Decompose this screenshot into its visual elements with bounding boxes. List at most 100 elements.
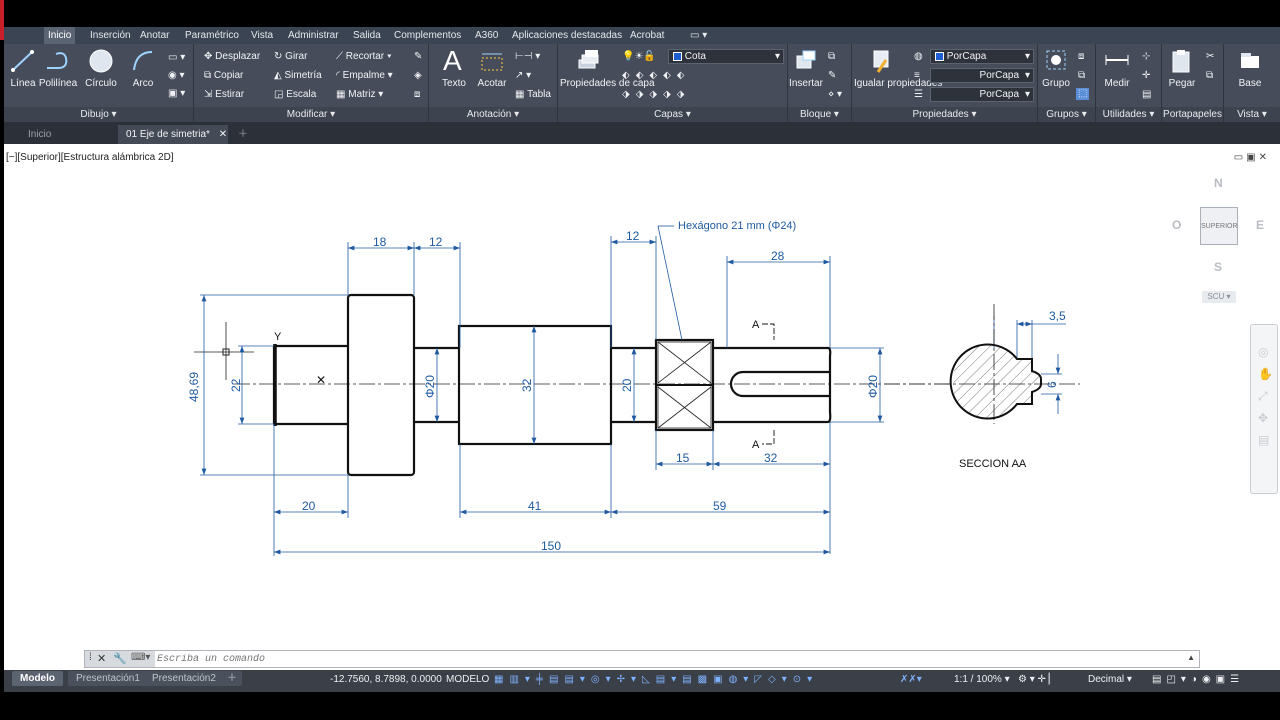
estirar-button[interactable]: ⇲ Estirar bbox=[204, 89, 245, 100]
panel-bloque-title[interactable]: Bloque ▾ bbox=[788, 107, 851, 122]
panel-grupos-title[interactable]: Grupos ▾ bbox=[1038, 107, 1095, 122]
cut-icon[interactable]: ✂ bbox=[1206, 51, 1215, 62]
annotation-scale-icons[interactable]: ✗✗▾ bbox=[900, 674, 922, 685]
leader-icon[interactable]: ↗ ▾ bbox=[515, 70, 532, 81]
ungroup-icon[interactable]: ⧈ bbox=[1078, 51, 1085, 62]
polyline-icon[interactable] bbox=[44, 48, 72, 74]
dimension-icon[interactable] bbox=[479, 50, 505, 74]
panel-propiedades-title[interactable]: Propiedades ▾ bbox=[852, 107, 1037, 122]
tab-presentacion2[interactable]: Presentación2 bbox=[144, 671, 224, 686]
viewcube-top-face[interactable]: SUPERIOR bbox=[1200, 207, 1238, 245]
units-dropdown[interactable]: Decimal ▾ bbox=[1088, 674, 1132, 685]
desplazar-button[interactable]: ✥ Desplazar bbox=[204, 51, 261, 62]
region-icon[interactable]: ▣ ▾ bbox=[168, 88, 186, 99]
wrench-icon[interactable]: 🔧 bbox=[113, 653, 127, 665]
tab-parametrico[interactable]: Paramétrico bbox=[185, 30, 239, 41]
group-select-icon[interactable]: ⬚ bbox=[1076, 88, 1090, 100]
linear-dim-icon[interactable]: ⊢⊣ ▾ bbox=[515, 51, 541, 62]
command-history-icon[interactable]: ▲ bbox=[1187, 653, 1195, 662]
group-icon[interactable] bbox=[1044, 48, 1068, 72]
measure-icon[interactable] bbox=[1104, 50, 1130, 72]
insertar-button[interactable]: Insertar bbox=[789, 78, 823, 89]
layer-tools-row1[interactable]: ⬖⬖⬖⬖⬖ bbox=[622, 70, 691, 81]
new-tab-button[interactable]: ＋ bbox=[238, 129, 248, 140]
text-icon[interactable]: A bbox=[443, 45, 462, 76]
color-dropdown[interactable]: PorCapa▾ bbox=[930, 49, 1034, 64]
tab-salida[interactable]: Salida bbox=[353, 30, 381, 41]
panel-vista-title[interactable]: Vista ▾ bbox=[1224, 107, 1280, 122]
linetype-dropdown[interactable]: PorCapa▾ bbox=[930, 68, 1034, 83]
offset-icon[interactable]: ⧈ bbox=[414, 89, 421, 100]
tabla-button[interactable]: ▦ Tabla bbox=[515, 89, 551, 100]
nav-tools[interactable]: ◎✋⤢✥▤ bbox=[1258, 345, 1273, 447]
workspace-gear-icon[interactable]: ⚙ ▾ ✛ ▏ bbox=[1018, 674, 1057, 685]
lineweight-dropdown[interactable]: PorCapa▾ bbox=[930, 87, 1034, 102]
rectangle-icon[interactable]: ▭ ▾ bbox=[168, 52, 186, 63]
command-input[interactable] bbox=[157, 652, 1177, 666]
tab-anotar[interactable]: Anotar bbox=[140, 30, 170, 41]
arc-icon[interactable] bbox=[130, 48, 156, 74]
tab-presentacion1[interactable]: Presentación1 bbox=[68, 671, 148, 686]
point-icon[interactable]: ✛ bbox=[1142, 70, 1151, 81]
panel-anotacion-title[interactable]: Anotación ▾ bbox=[429, 107, 557, 122]
polilinea-button[interactable]: Polilínea bbox=[38, 78, 78, 89]
layer-properties-icon[interactable] bbox=[576, 48, 600, 72]
panel-capas-title[interactable]: Capas ▾ bbox=[558, 107, 787, 122]
hatch-icon[interactable]: ◉ ▾ bbox=[168, 70, 185, 81]
layer-dropdown[interactable]: Cota▾ bbox=[668, 49, 784, 64]
tab-a360[interactable]: A360 bbox=[475, 30, 499, 41]
panel-modificar-title[interactable]: Modificar ▾ bbox=[194, 107, 428, 122]
edit-block-icon[interactable]: ✎ bbox=[828, 70, 837, 81]
close-icon[interactable]: ✕ bbox=[218, 129, 228, 140]
panel-utilidades-title[interactable]: Utilidades ▾ bbox=[1096, 107, 1161, 122]
model-space-toggle[interactable]: MODELO bbox=[446, 674, 490, 685]
panel-portapapeles-title[interactable]: Portapapeles bbox=[1162, 107, 1223, 122]
viewcube-w[interactable]: O bbox=[1172, 218, 1182, 232]
viewport-controls-label[interactable]: [−][Superior][Estructura alámbrica 2D] bbox=[6, 152, 174, 163]
paste-icon[interactable] bbox=[1170, 48, 1194, 74]
match-properties-icon[interactable] bbox=[870, 48, 894, 74]
empalme-button[interactable]: ◜ Empalme ▾ bbox=[336, 70, 393, 81]
copy-clip-icon[interactable]: ⧉ bbox=[1206, 70, 1214, 81]
copiar-button[interactable]: ⧉ Copiar bbox=[204, 70, 244, 81]
drafting-toggles[interactable]: ▦▥▾╪▤▤▾◎▾✢▾◺▤▾▤▩▣◍▾◸◇▾⊙▾ bbox=[494, 674, 819, 685]
tab-modelo[interactable]: Modelo bbox=[12, 671, 63, 686]
escala-button[interactable]: ◲ Escala bbox=[274, 89, 317, 100]
circulo-button[interactable]: Círculo bbox=[85, 78, 117, 89]
tab-administrar[interactable]: Administrar bbox=[288, 30, 339, 41]
status-tools[interactable]: ▤◰▾◑◉▣☰ bbox=[1152, 674, 1245, 685]
command-prompt-icon[interactable]: ⌨▾ bbox=[131, 652, 151, 663]
viewcube-e[interactable]: E bbox=[1256, 218, 1265, 232]
erase-icon[interactable]: ✎ bbox=[414, 51, 423, 62]
base-view-icon[interactable] bbox=[1238, 50, 1262, 72]
ribbon-toggle-icon[interactable]: ▭ ▾ bbox=[690, 30, 708, 41]
tab-aplicaciones[interactable]: Aplicaciones destacadas bbox=[512, 30, 623, 41]
igualar-propiedades-button[interactable]: Igualar propiedades bbox=[854, 78, 943, 89]
insert-block-icon[interactable] bbox=[794, 48, 818, 72]
line-icon[interactable] bbox=[10, 48, 36, 74]
tab-complementos[interactable]: Complementos bbox=[394, 30, 462, 41]
explode-icon[interactable]: ◈ bbox=[414, 70, 422, 81]
grupo-button[interactable]: Grupo bbox=[1042, 78, 1070, 89]
viewcube-s[interactable]: S bbox=[1214, 260, 1223, 274]
viewport-window-controls[interactable]: ▭▣✕ bbox=[1233, 152, 1270, 163]
matriz-button[interactable]: ▦ Matriz ▾ bbox=[336, 89, 384, 100]
add-layout-button[interactable]: ＋ bbox=[222, 671, 242, 686]
tab-insercion[interactable]: Inserción bbox=[90, 30, 131, 41]
annotation-scale[interactable]: 1:1 / 100% ▾ bbox=[954, 674, 1010, 685]
tab-inicio[interactable]: Inicio bbox=[44, 27, 76, 44]
close-icon[interactable]: ✕ bbox=[97, 653, 107, 665]
block-attr-icon[interactable]: ⋄ ▾ bbox=[828, 89, 843, 100]
app-logo-icon[interactable] bbox=[0, 0, 4, 40]
doc-tab-inicio[interactable]: Inicio bbox=[28, 129, 52, 140]
pegar-button[interactable]: Pegar bbox=[1168, 78, 1196, 89]
propiedades-capa-button[interactable]: Propiedades de capa bbox=[560, 78, 655, 89]
panel-dibujo-title[interactable]: Dibujo ▾ bbox=[4, 107, 193, 122]
group-edit-icon[interactable]: ⧉ bbox=[1078, 70, 1086, 81]
create-block-icon[interactable]: ⧉ bbox=[828, 51, 836, 62]
arco-button[interactable]: Arco bbox=[132, 78, 154, 89]
ucs-menu[interactable]: SCU ▾ bbox=[1202, 291, 1236, 303]
quick-calc-icon[interactable]: ⊹ bbox=[1142, 51, 1151, 62]
circle-icon[interactable] bbox=[88, 48, 114, 74]
acotar-button[interactable]: Acotar bbox=[477, 78, 507, 89]
